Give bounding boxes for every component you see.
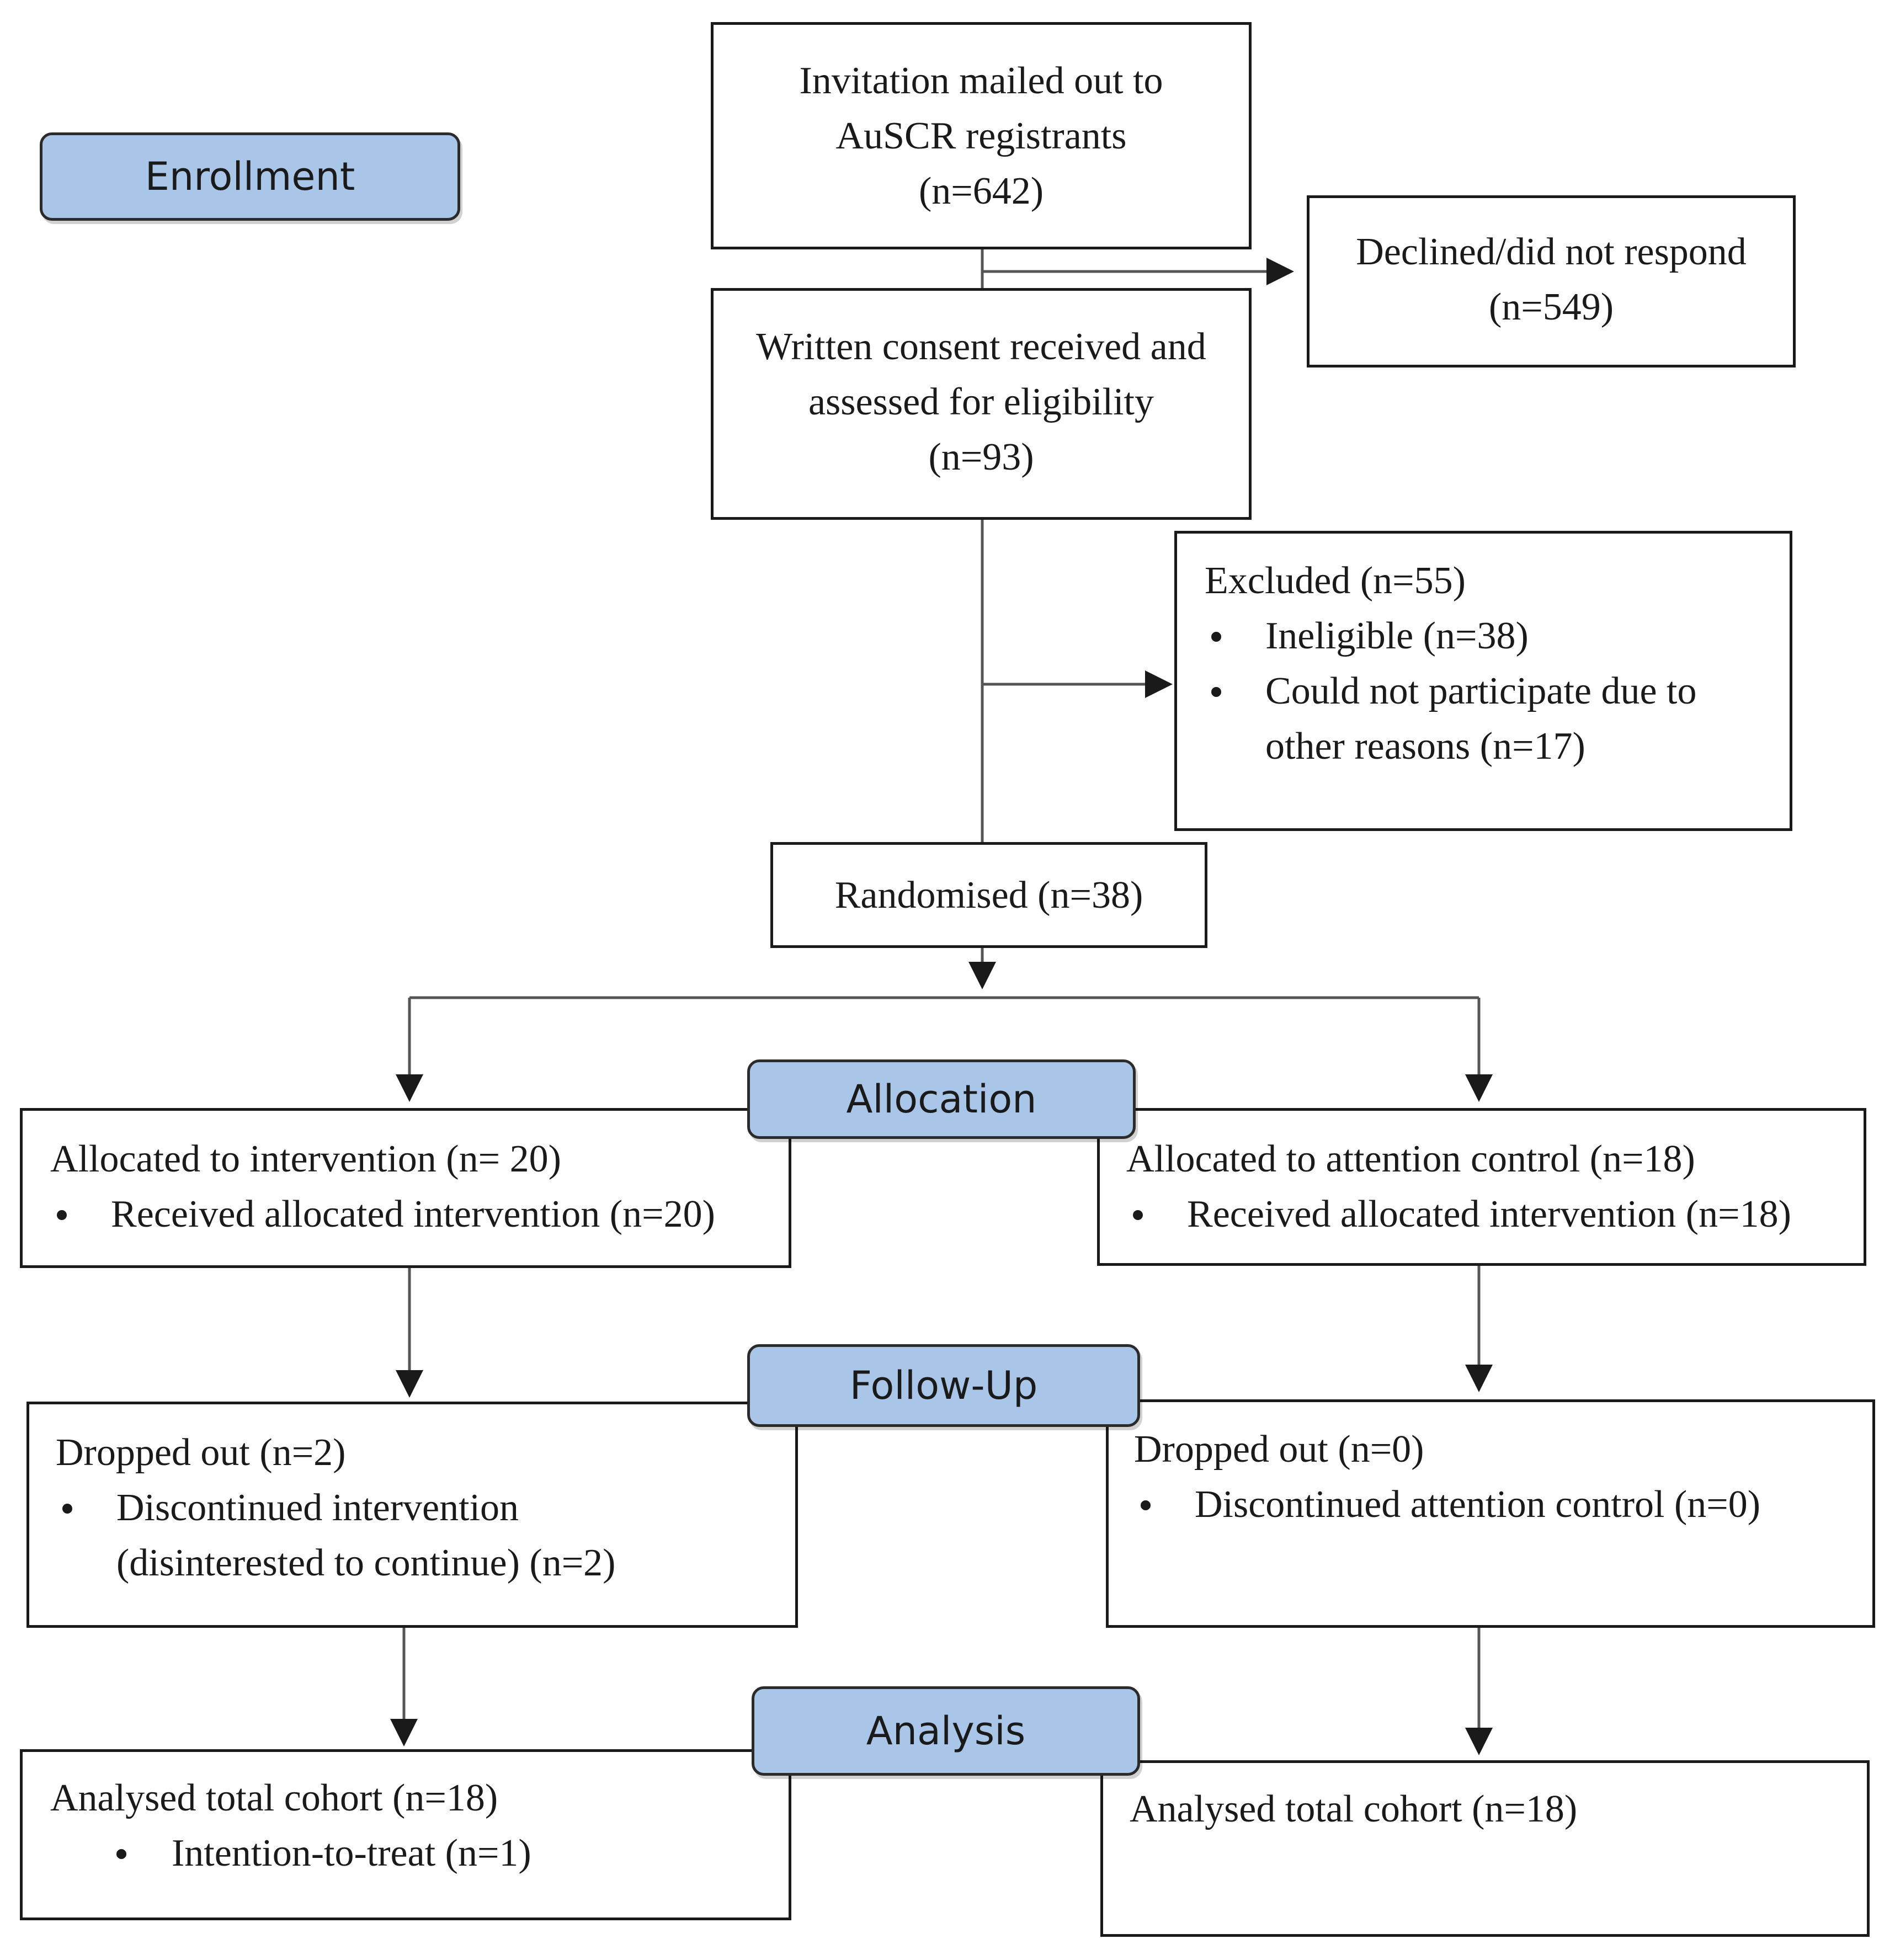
box-excluded: Excluded (n=55) Ineligible (n=38) Could …: [1174, 531, 1792, 831]
alloc-intervention-title: Allocated to intervention (n= 20): [50, 1138, 561, 1180]
stage-follow-up-label: Follow-Up: [849, 1363, 1038, 1408]
box-declined: Declined/did not respond (n=549): [1307, 195, 1796, 368]
alloc-intervention-bullet-text: Received allocated intervention (n=20): [111, 1193, 715, 1235]
consent-line-2: assessed for eligibility: [808, 381, 1154, 423]
analysis-control-title: Analysed total cohort (n=18): [1130, 1788, 1578, 1830]
randomised-text: Randomised (n=38): [834, 874, 1143, 917]
consent-line-1: Written consent received and: [756, 326, 1206, 368]
stage-enrollment-label: Enrollment: [145, 154, 355, 199]
stage-analysis: Analysis: [752, 1686, 1140, 1776]
followup-intervention-bullet-line-2: (disinterested to continue) (n=2): [116, 1542, 616, 1584]
analysis-intervention-title: Analysed total cohort (n=18): [50, 1777, 498, 1819]
box-analysis-control: Analysed total cohort (n=18): [1100, 1760, 1870, 1937]
followup-control-title: Dropped out (n=0): [1134, 1428, 1424, 1471]
excluded-title: Excluded (n=55): [1205, 560, 1466, 602]
excluded-bullet-1: Ineligible (n=38): [1205, 609, 1790, 664]
followup-intervention-title: Dropped out (n=2): [56, 1431, 346, 1474]
bullet-icon: [116, 1849, 126, 1859]
box-followup-intervention: Dropped out (n=2) Discontinued intervent…: [26, 1402, 798, 1628]
invitation-line-1: Invitation mailed out to: [799, 60, 1163, 102]
excluded-bullet-1-text: Ineligible (n=38): [1265, 615, 1529, 657]
bullet-icon: [62, 1504, 72, 1514]
bullet-icon: [57, 1210, 67, 1220]
followup-control-bullet: Discontinued attention control (n=0): [1134, 1477, 1872, 1532]
analysis-intervention-bullet-text: Intention-to-treat (n=1): [172, 1832, 531, 1874]
invitation-line-2: AuSCR registrants: [835, 115, 1127, 157]
stage-allocation-label: Allocation: [846, 1077, 1037, 1122]
followup-control-bullet-text: Discontinued attention control (n=0): [1195, 1483, 1761, 1526]
alloc-intervention-bullet: Received allocated intervention (n=20): [50, 1187, 789, 1242]
excluded-bullet-2-line-2: other reasons (n=17): [1265, 725, 1585, 768]
box-invitation: Invitation mailed out to AuSCR registran…: [711, 22, 1252, 249]
declined-line-2: (n=549): [1488, 286, 1614, 328]
bullet-icon: [1211, 632, 1221, 642]
box-analysis-intervention: Analysed total cohort (n=18) Intention-t…: [20, 1749, 791, 1920]
consent-line-3: (n=93): [928, 436, 1034, 478]
alloc-control-bullet: Received allocated intervention (n=18): [1126, 1187, 1864, 1242]
box-consent: Written consent received and assessed fo…: [711, 288, 1252, 520]
excluded-bullet-2: Could not participate due to: [1205, 664, 1790, 719]
bullet-icon: [1133, 1210, 1143, 1220]
excluded-bullet-2-line-1: Could not participate due to: [1265, 670, 1697, 712]
bullet-icon: [1211, 687, 1221, 697]
followup-intervention-bullet-line-1: Discontinued intervention: [116, 1487, 519, 1529]
stage-follow-up: Follow-Up: [747, 1344, 1140, 1427]
box-alloc-intervention: Allocated to intervention (n= 20) Receiv…: [20, 1108, 791, 1268]
invitation-line-3: (n=642): [918, 170, 1044, 212]
box-alloc-control: Allocated to attention control (n=18) Re…: [1097, 1108, 1866, 1266]
declined-line-1: Declined/did not respond: [1356, 231, 1747, 273]
stage-allocation: Allocation: [747, 1059, 1136, 1139]
analysis-intervention-bullet: Intention-to-treat (n=1): [50, 1826, 789, 1881]
bullet-icon: [1141, 1500, 1151, 1510]
stage-enrollment: Enrollment: [40, 132, 460, 221]
stage-analysis-label: Analysis: [866, 1708, 1026, 1754]
box-randomised: Randomised (n=38): [770, 842, 1207, 948]
alloc-control-bullet-text: Received allocated intervention (n=18): [1187, 1193, 1791, 1235]
alloc-control-title: Allocated to attention control (n=18): [1126, 1138, 1695, 1180]
followup-intervention-bullet: Discontinued intervention: [56, 1480, 795, 1536]
box-followup-control: Dropped out (n=0) Discontinued attention…: [1106, 1399, 1875, 1628]
